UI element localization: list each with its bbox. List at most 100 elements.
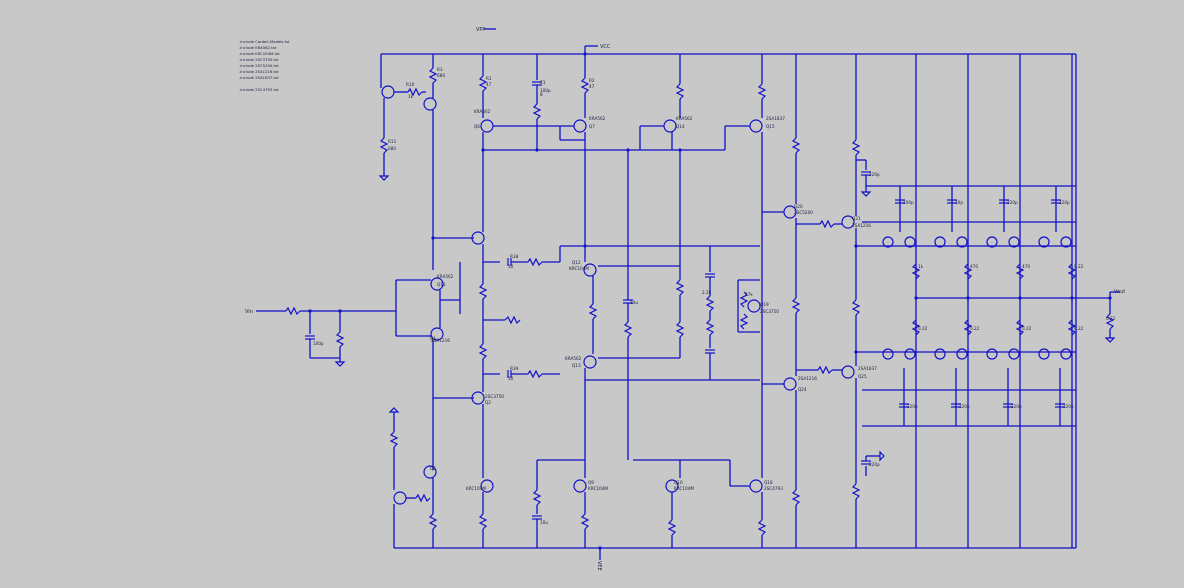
component-value: 2SC3750: [760, 309, 779, 314]
component-value: 0.22: [1022, 326, 1032, 331]
ground-icon: [378, 175, 390, 181]
center-stage[interactable]: [583, 150, 680, 478]
component-ref: R38: [510, 254, 519, 259]
component-value: KRA562: [474, 109, 491, 114]
component-value: 10u: [540, 520, 548, 525]
component-value: 47: [486, 82, 492, 87]
component-value: 220p: [869, 172, 880, 177]
component-ref: Q13: [572, 363, 581, 368]
net-label-vee[interactable]: VEE: [596, 561, 602, 571]
component-ref: Q15: [766, 124, 775, 129]
component-value: 0.22: [918, 326, 928, 331]
component-ref: Q25: [858, 374, 867, 379]
current-source-top[interactable]: [378, 54, 438, 238]
component-ref: Q20: [794, 204, 803, 209]
directive-line[interactable]: .include 2SA1837.txt: [239, 75, 279, 80]
component-value: 2SA1216: [852, 223, 871, 228]
component-value: 1k: [918, 264, 924, 269]
power-rails: [381, 45, 1077, 560]
component-ref: Q14: [676, 124, 685, 129]
component-value: 220p: [1007, 200, 1018, 205]
directive-line[interactable]: .include 2SC3750.txt: [239, 57, 279, 62]
input-stage[interactable]: Vin: [245, 306, 396, 367]
net-label-vpp[interactable]: VPP: [476, 27, 496, 33]
transistor-q2: [471, 391, 485, 405]
net-label-vcc[interactable]: VCC: [600, 44, 611, 50]
component-value: 220p: [959, 404, 970, 409]
component-ref: Q18: [764, 480, 773, 485]
component-ref: Q11: [437, 282, 446, 287]
ground-icon: [334, 361, 346, 367]
directive-line[interactable]: .include 2SA1216.txt: [239, 69, 279, 74]
directive-line[interactable]: .include 2SC5200.txt: [239, 63, 279, 68]
output-transistor: [1008, 236, 1020, 248]
component-ref: C1: [540, 80, 546, 85]
driver-stage[interactable]: [762, 54, 855, 548]
component-value: 2.2k: [702, 290, 712, 295]
component-value: 0.22: [1074, 264, 1084, 269]
transistor-q25: [841, 365, 855, 379]
component-value: 220p: [1063, 404, 1074, 409]
component-value: 2SC4793: [764, 486, 783, 491]
transistor-q24: [783, 377, 797, 391]
transistor-q5: [573, 479, 587, 493]
component-value: 0.22: [1106, 316, 1116, 321]
component-ref: Q24: [798, 387, 807, 392]
component-value: 8: [540, 92, 543, 97]
transistor-q3: [423, 465, 437, 479]
mirror-q14-q16[interactable]: [639, 54, 685, 548]
transistor-q1: [430, 327, 444, 341]
component-value: KRC104M: [466, 486, 486, 491]
transistor-q8: [480, 479, 494, 493]
component-value: KRA562: [676, 116, 693, 121]
output-devices[interactable]: [882, 54, 1077, 548]
upper-mirror[interactable]: [493, 54, 590, 262]
output-stage[interactable]: [851, 54, 1120, 548]
spice-directives[interactable]: .include Cordell-Models.txt .include KRA…: [239, 39, 290, 92]
component-value: KRA562: [589, 116, 606, 121]
transistor-q21: [841, 215, 855, 229]
component-value: KRA562: [565, 356, 582, 361]
component-value: KRA562: [437, 274, 454, 279]
component-ref: Q19: [760, 302, 769, 307]
output-transistor: [1008, 348, 1020, 360]
component-value: 10: [508, 264, 514, 269]
component-value: 470: [970, 264, 978, 269]
bias-spreader[interactable]: [585, 245, 761, 381]
transistor-q13: [583, 355, 597, 369]
transistor-q7: [573, 119, 587, 133]
component-value: 220p: [1059, 200, 1070, 205]
output-transistor: [1060, 348, 1072, 360]
component-value: 220p: [907, 404, 918, 409]
current-source-bottom[interactable]: [388, 407, 438, 548]
component-value: KRC104M: [674, 486, 694, 491]
component-value: 47: [589, 84, 595, 89]
transistor-q12: [583, 263, 597, 277]
vas-right[interactable]: [532, 54, 767, 548]
junctions: [308, 52, 1112, 550]
directive-line[interactable]: .include KRC104M.txt: [239, 51, 280, 56]
input-differential-pair[interactable]: [395, 237, 474, 470]
component-value: 2SA1216: [431, 338, 450, 343]
output-transistor: [956, 236, 968, 248]
component-value: 2SA1837: [858, 366, 877, 371]
transistor-q11: [430, 277, 444, 291]
component-ref: R11: [388, 139, 397, 144]
net-label-vout[interactable]: Vout: [1114, 289, 1125, 295]
component-value: 2SA1837: [766, 116, 785, 121]
component-ref: Q9: [588, 480, 594, 485]
resistor-r-input: [285, 306, 301, 316]
output-transistor: [904, 236, 916, 248]
transistor-q9: [393, 491, 407, 505]
component-value: 100p: [903, 200, 914, 205]
vas-left[interactable]: [471, 54, 725, 548]
directive-line[interactable]: .include Cordell-Models.txt: [239, 39, 290, 44]
component-labels[interactable]: R1 47 C1 100p R2 47 R3 680 R10 1k R11 68…: [313, 67, 1116, 525]
directive-line[interactable]: .include 2SC4793.txt: [239, 87, 279, 92]
component-value: 680: [388, 146, 396, 151]
component-value: 2SA1216: [798, 376, 817, 381]
component-value: 10u: [630, 300, 638, 305]
directive-line[interactable]: .include KRA562.txt: [239, 45, 277, 50]
component-value: 1k: [408, 94, 414, 99]
